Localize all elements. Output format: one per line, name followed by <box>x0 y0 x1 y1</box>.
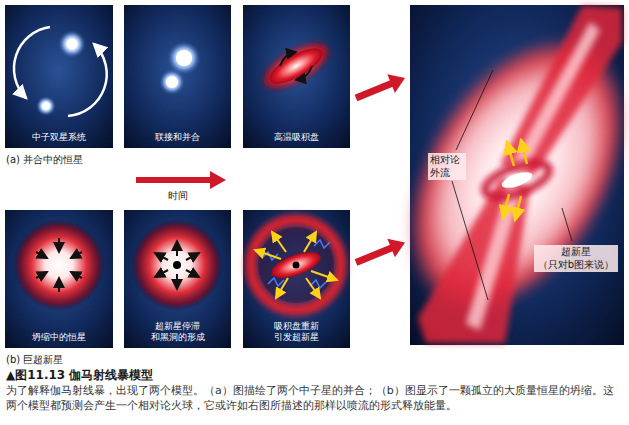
figure-title: ▲图11.13 伽马射线暴模型 <box>6 367 153 384</box>
stalled-supernova <box>131 219 223 311</box>
stage-panel: 联接和并合 <box>124 5 231 148</box>
relativistic-fireball <box>362 0 629 351</box>
stage-panel: 中子双星系统 <box>5 5 113 148</box>
stage-label: 联接和并合 <box>124 132 231 143</box>
reignited-supernova <box>251 220 341 310</box>
callout-label: 超新星 （只对b图来说） <box>534 245 618 272</box>
flow-arrow <box>356 239 405 263</box>
stage-panel: 坍缩中的恒星 <box>5 210 113 348</box>
merging-stars <box>159 41 201 95</box>
stage-panel: 超新星停滞 和黑洞的形成 <box>124 210 231 348</box>
time-arrow <box>136 171 226 189</box>
arrow-shaft <box>356 247 394 262</box>
hot-accretion-disk <box>257 35 334 97</box>
stage-label: 超新星停滞 和黑洞的形成 <box>124 321 231 344</box>
part-label: (b) 巨超新星 <box>6 353 63 367</box>
stage-panel: 吸积盘重新 引发超新星 <box>243 210 350 348</box>
arrow-shaft <box>356 82 394 97</box>
part-label: (a) 并合中的恒星 <box>6 153 83 167</box>
arrow-head <box>387 239 405 258</box>
stage-label: 中子双星系统 <box>5 132 113 143</box>
callout-label: 相对论 外流 <box>428 153 466 180</box>
stage-label: 吸积盘重新 引发超新星 <box>243 321 350 344</box>
axis-label: 时间 <box>168 189 188 203</box>
figure-caption: 为了解释伽马射线暴，出现了两个模型。（a）图描绘了两个中子星的并合；（b）图显示… <box>6 383 623 413</box>
result-panel: 相对论 外流超新星 （只对b图来说） <box>410 5 624 345</box>
stage-label: 坍缩中的恒星 <box>5 332 113 343</box>
collapsing-star <box>13 219 105 311</box>
flow-arrow <box>356 74 405 98</box>
arrow-head <box>387 74 405 93</box>
stage-label: 高温吸积盘 <box>243 132 350 143</box>
binary-neutron-stars <box>14 27 107 116</box>
stage-panel: 高温吸积盘 <box>243 5 350 148</box>
